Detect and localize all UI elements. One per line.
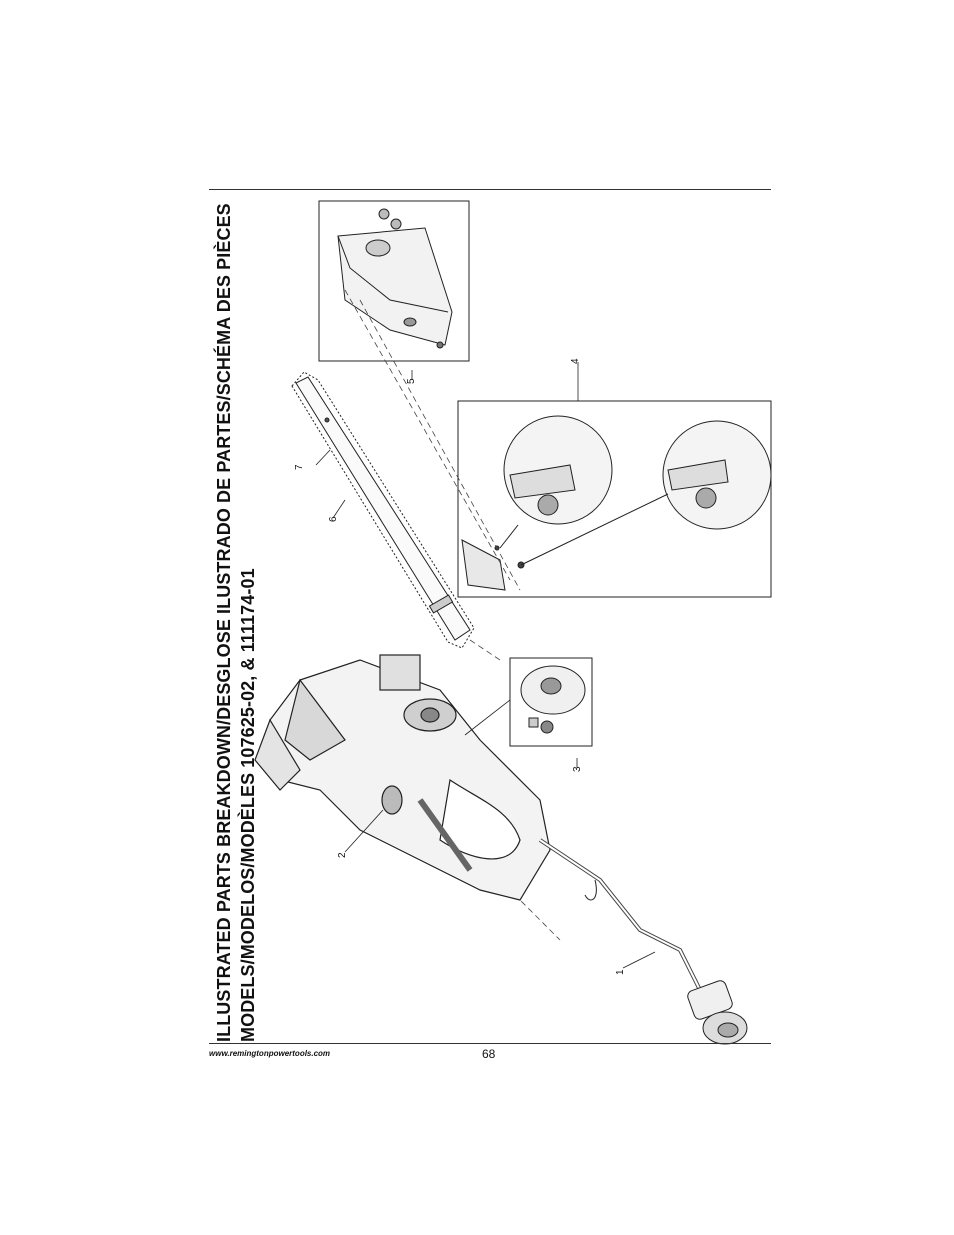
power-cord-illustration (538, 838, 748, 1045)
chainsaw-body-illustration (254, 654, 551, 901)
footer-url: www.remingtonpowertools.com (209, 1049, 331, 1058)
callout-2: 2 (337, 852, 348, 858)
sprocket-illustration (520, 665, 586, 734)
detail-box-sprocket (509, 657, 593, 747)
tensioner-details (461, 415, 772, 591)
callout-5: 5 (406, 378, 417, 384)
detail-box-tensioner (457, 400, 772, 598)
guide-bar-illustration (291, 371, 475, 649)
callout-4: 4 (570, 358, 581, 364)
callout-3: 3 (572, 766, 583, 772)
footer-rule (209, 1043, 771, 1044)
callout-1: 1 (615, 969, 626, 975)
callout-6: 6 (328, 516, 339, 522)
leader-lines (315, 362, 656, 969)
bar-cover-illustration (337, 208, 453, 349)
callout-7: 7 (294, 464, 305, 470)
header-rule (209, 189, 771, 190)
detail-box-bar-cover (318, 200, 470, 362)
page-number: 68 (482, 1047, 496, 1061)
